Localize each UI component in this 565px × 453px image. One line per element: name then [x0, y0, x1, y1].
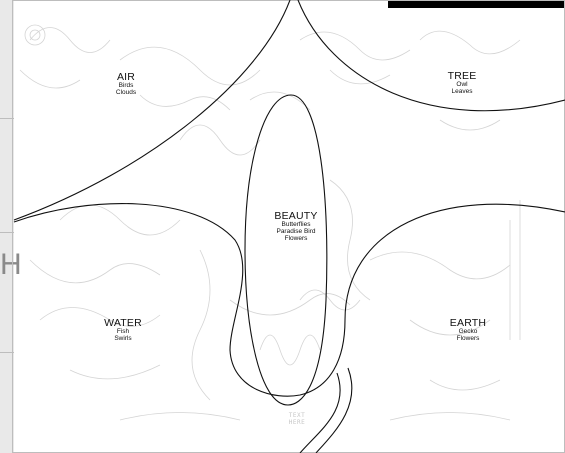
region-item: Flowers	[438, 336, 498, 343]
region-item: Clouds	[96, 90, 156, 97]
region-item: Leaves	[432, 89, 492, 96]
region-beauty: BEAUTY Butterflies Paradise Bird Flowers	[256, 211, 336, 242]
beauty-ellipse	[245, 95, 327, 405]
sketch-note-text-here: TEXT HERE	[282, 412, 312, 426]
region-item: Flowers	[256, 236, 336, 243]
region-water: WATER Fish Swirls	[93, 318, 153, 343]
region-tree: TREE Owl Leaves	[432, 71, 492, 96]
region-item: Swirls	[93, 336, 153, 343]
region-earth: EARTH Gecko Flowers	[438, 318, 498, 343]
region-air: AIR Birds Clouds	[96, 72, 156, 97]
bottom-tail-boundary-inner	[316, 368, 352, 453]
